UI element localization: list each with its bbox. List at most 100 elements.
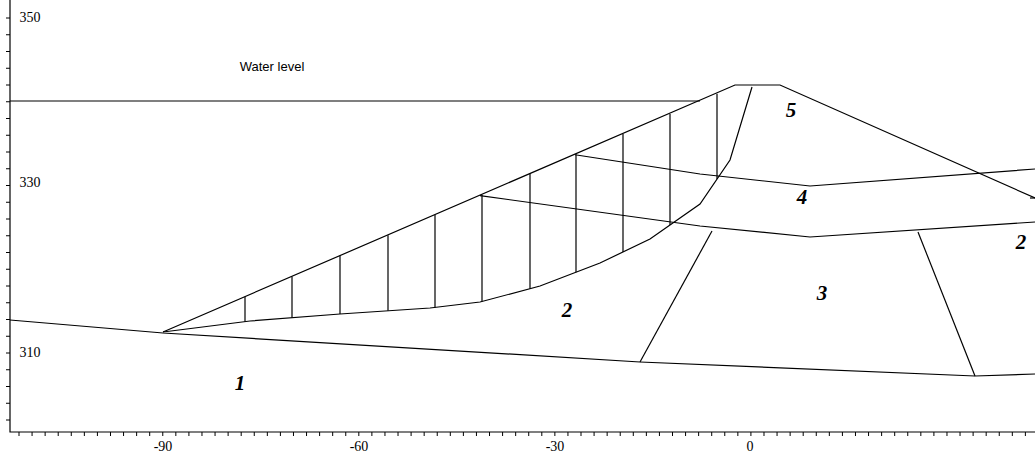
- axis-value: 330: [20, 176, 41, 190]
- axis-value: -30: [546, 440, 565, 454]
- tick-mark: [6, 319, 10, 320]
- tick-mark: [803, 432, 804, 436]
- tick-mark: [110, 432, 111, 436]
- tick-mark: [659, 432, 660, 436]
- tick-mark: [528, 432, 529, 436]
- tick-mark: [999, 432, 1000, 436]
- zone-number: 1: [235, 373, 246, 394]
- tick-mark: [6, 135, 10, 136]
- tick-mark: [162, 432, 163, 436]
- tick-mark: [319, 432, 320, 436]
- tick-mark: [724, 432, 725, 436]
- axis-value: 0: [747, 440, 754, 454]
- tick-mark: [907, 432, 908, 436]
- tick-mark: [607, 432, 608, 436]
- tick-mark: [777, 432, 778, 436]
- tick-mark: [6, 118, 10, 119]
- tick-mark: [6, 202, 10, 203]
- tick-mark: [750, 432, 751, 436]
- tick-mark: [790, 432, 791, 436]
- tick-mark: [554, 432, 555, 436]
- slice-line: [529, 174, 530, 289]
- zone-number: 4: [797, 187, 808, 208]
- tick-mark: [685, 432, 686, 436]
- water-level-label: Water level: [240, 60, 305, 73]
- tick-mark: [6, 101, 10, 102]
- tick-mark: [6, 51, 10, 52]
- tick-mark: [123, 432, 124, 436]
- tick-mark: [6, 403, 10, 404]
- tick-mark: [6, 302, 10, 303]
- tick-mark: [816, 432, 817, 436]
- tick-mark: [188, 432, 189, 436]
- tick-mark: [881, 432, 882, 436]
- slice-line: [575, 154, 576, 272]
- tick-mark: [6, 252, 10, 253]
- tick-mark: [45, 432, 46, 436]
- tick-mark: [620, 432, 621, 436]
- axis-line: [10, 0, 1035, 432]
- tick-mark: [6, 420, 10, 421]
- tick-mark: [6, 34, 10, 35]
- tick-mark: [6, 369, 10, 370]
- tick-mark: [489, 432, 490, 436]
- axis-value: -60: [350, 440, 369, 454]
- tick-mark: [398, 432, 399, 436]
- tick-mark: [175, 432, 176, 436]
- zone-boundary: [1030, 197, 1035, 198]
- tick-mark: [32, 432, 33, 436]
- zone-boundary: [918, 232, 975, 376]
- tick-mark: [215, 432, 216, 436]
- tick-mark: [136, 432, 137, 436]
- tick-mark: [254, 432, 255, 436]
- tick-mark: [672, 432, 673, 436]
- tick-mark: [515, 432, 516, 436]
- tick-mark: [6, 269, 10, 270]
- tick-mark: [384, 432, 385, 436]
- tick-mark: [1025, 432, 1026, 436]
- tick-mark: [358, 432, 359, 436]
- tick-mark: [201, 432, 202, 436]
- tick-mark: [920, 432, 921, 436]
- slice-line: [622, 134, 623, 252]
- tick-mark: [6, 168, 10, 169]
- tick-mark: [463, 432, 464, 436]
- water-level-line: [10, 100, 700, 101]
- zone-number: 2: [1016, 232, 1027, 253]
- tick-mark: [332, 432, 333, 436]
- zone-boundary: [480, 196, 1035, 237]
- tick-mark: [698, 432, 699, 436]
- tick-mark: [424, 432, 425, 436]
- tick-mark: [149, 432, 150, 436]
- tick-mark: [306, 432, 307, 436]
- tick-mark: [293, 432, 294, 436]
- tick-mark: [71, 432, 72, 436]
- foundation-line: [10, 320, 1035, 376]
- tick-mark: [6, 336, 10, 337]
- slice-line: [434, 215, 435, 307]
- tick-mark: [450, 432, 451, 436]
- tick-mark: [594, 432, 595, 436]
- tick-mark: [6, 235, 10, 236]
- tick-mark: [476, 432, 477, 436]
- tick-mark: [960, 432, 961, 436]
- tick-mark: [933, 432, 934, 436]
- tick-mark: [411, 432, 412, 436]
- tick-mark: [6, 286, 10, 287]
- tick-mark: [6, 68, 10, 69]
- slice-line: [387, 235, 388, 311]
- tick-mark: [241, 432, 242, 436]
- tick-mark: [371, 432, 372, 436]
- tick-mark: [58, 432, 59, 436]
- tick-mark: [97, 432, 98, 436]
- tick-mark: [711, 432, 712, 436]
- tick-mark: [763, 432, 764, 436]
- tick-mark: [502, 432, 503, 436]
- tick-mark: [633, 432, 634, 436]
- zone-boundary: [575, 155, 1035, 186]
- tick-mark: [228, 432, 229, 436]
- tick-mark: [6, 353, 10, 354]
- tick-mark: [986, 432, 987, 436]
- tick-mark: [581, 432, 582, 436]
